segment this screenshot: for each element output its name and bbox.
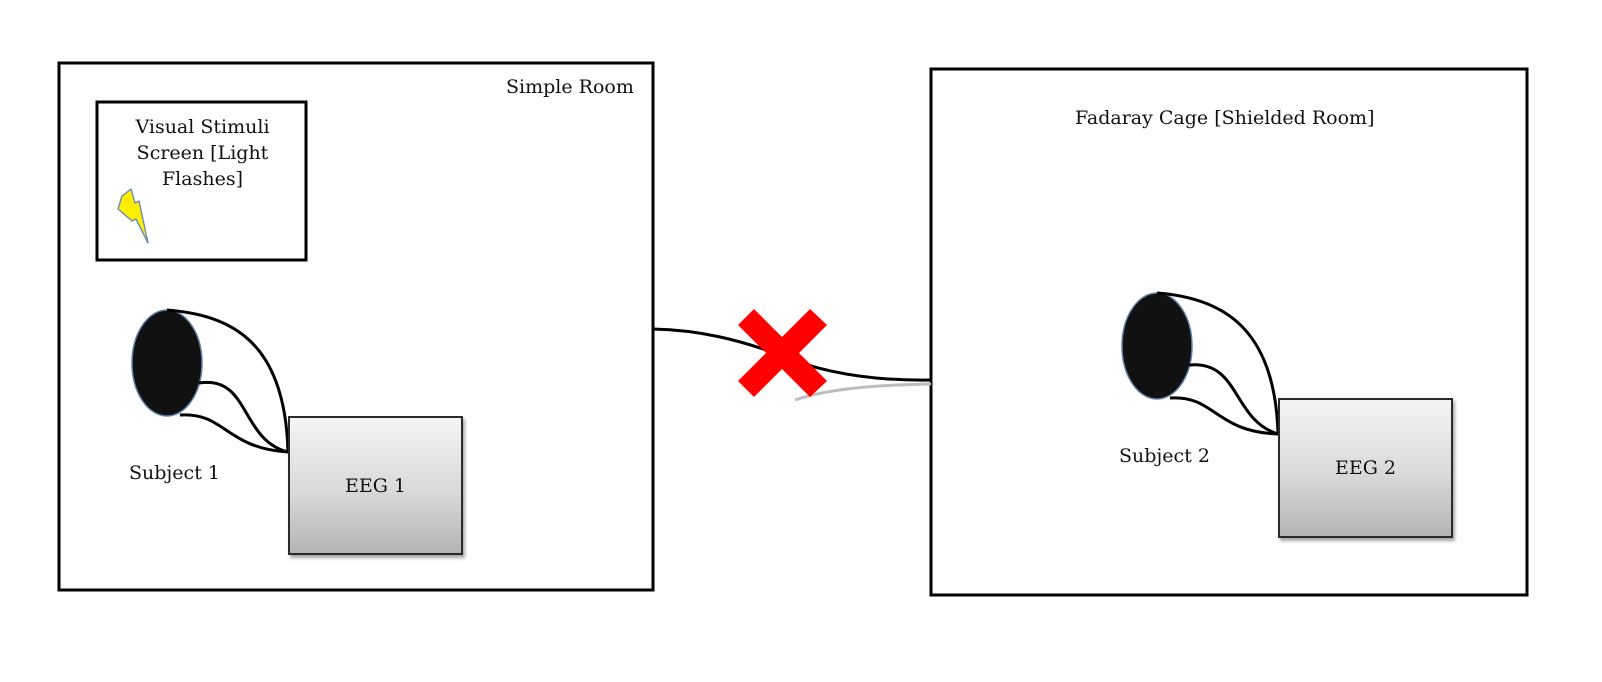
eeg-1-label: EEG 1 xyxy=(344,474,407,497)
simple-room-title: Simple Room xyxy=(506,76,634,98)
stimulus-screen-label: Visual Stimuli Screen [Light Flashes] xyxy=(100,114,305,192)
subject-1-label: Subject 1 xyxy=(129,462,220,484)
shielded-room-box xyxy=(929,67,1529,597)
stimulus-line-3: Flashes] xyxy=(162,168,243,190)
red-x-icon xyxy=(738,309,827,397)
eeg-1-device: EEG 1 xyxy=(288,416,463,555)
subject-2-head xyxy=(1121,291,1280,436)
stimulus-line-2: Screen [Light xyxy=(136,142,269,164)
shielded-room-title: Fadaray Cage [Shielded Room] xyxy=(1075,107,1375,129)
eeg-2-label: EEG 2 xyxy=(1334,457,1397,479)
subject-2-label: Subject 2 xyxy=(1119,445,1210,467)
eeg-2-device: EEG 2 xyxy=(1278,398,1453,538)
lightning-bolt-icon xyxy=(117,188,149,244)
stimulus-line-1: Visual Stimuli xyxy=(135,116,270,138)
subject-1-head xyxy=(131,308,290,454)
stimulus-screen-box xyxy=(95,100,308,262)
simple-room-box xyxy=(57,61,655,592)
